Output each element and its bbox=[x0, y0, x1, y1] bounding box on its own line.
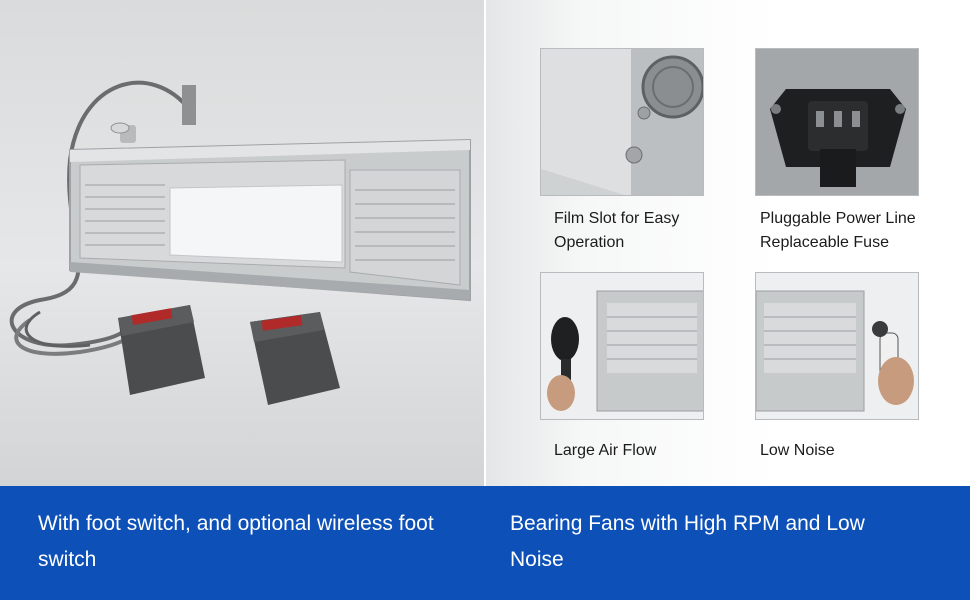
product-photo-panel bbox=[0, 0, 484, 486]
feature-caption-low-noise: Low Noise bbox=[760, 442, 835, 459]
feature-banner bbox=[0, 486, 970, 600]
film-slot-closeup-icon bbox=[541, 49, 703, 195]
sound-meter-test-icon bbox=[756, 273, 918, 419]
power-socket-icon bbox=[756, 49, 918, 195]
air-flow-image bbox=[540, 272, 704, 420]
feature-caption-film-slot: Film Slot for Easy Operation bbox=[554, 210, 680, 251]
led-film-viewer-photo bbox=[9, 80, 471, 405]
feature-caption-air-flow: Large Air Flow bbox=[554, 442, 657, 459]
banner-text-foot-switch: With foot switch, and optional wireless … bbox=[38, 512, 434, 571]
feature-caption-power: Pluggable Power Line Replaceable Fuse bbox=[760, 210, 916, 251]
low-noise-image bbox=[755, 272, 919, 420]
power-socket-image bbox=[755, 48, 919, 196]
banner-text-bearing-fans: Bearing Fans with High RPM and Low Noise bbox=[510, 512, 865, 571]
panel-divider bbox=[484, 0, 486, 486]
film-slot-image bbox=[540, 48, 704, 196]
anemometer-test-icon bbox=[541, 273, 703, 419]
